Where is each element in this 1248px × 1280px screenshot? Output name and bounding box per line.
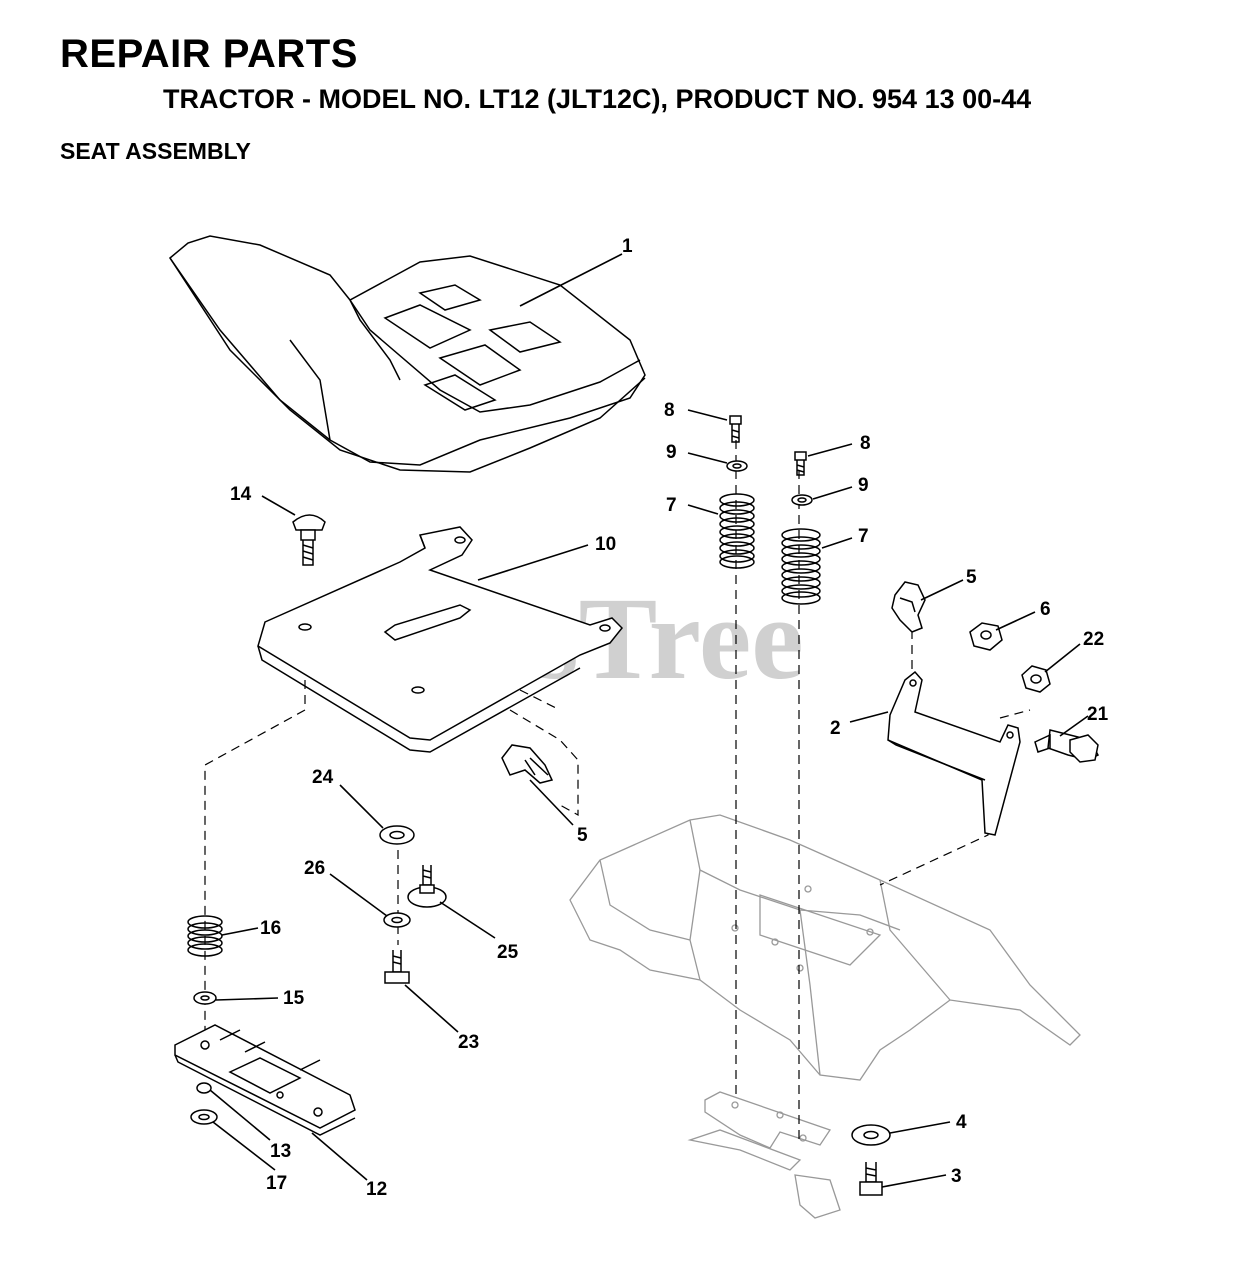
callout-8-left: 8	[664, 400, 675, 421]
callout-17: 17	[266, 1173, 287, 1194]
alignment-lines	[204, 440, 1031, 1140]
adjustment-plate	[174, 1024, 356, 1136]
callout-15: 15	[283, 988, 305, 1009]
seat-pan	[257, 526, 624, 753]
callout-12: 12	[366, 1179, 387, 1200]
seat-clip-lower	[501, 744, 554, 784]
washer-right	[791, 494, 813, 506]
spring-right	[781, 528, 821, 605]
callout-16: 16	[260, 918, 281, 939]
seat-clip-upper	[891, 581, 926, 633]
callout-7-left: 7	[666, 495, 677, 516]
spring-left	[719, 493, 755, 569]
callout-7-right: 7	[858, 526, 869, 547]
callout-2: 2	[830, 718, 841, 739]
bolt-right	[794, 451, 807, 476]
hex-bolt-lower	[384, 950, 410, 984]
callout-21: 21	[1087, 704, 1109, 725]
callout-8-right: 8	[860, 433, 871, 454]
washer-flat	[379, 825, 415, 845]
callout-4: 4	[956, 1112, 967, 1133]
hex-bolt	[859, 1162, 883, 1196]
callout-24: 24	[312, 767, 334, 788]
callout-9-right: 9	[858, 475, 869, 496]
bolt-left	[729, 415, 742, 443]
callout-13: 13	[270, 1141, 291, 1162]
callout-6: 6	[1040, 599, 1051, 620]
seat	[168, 235, 646, 473]
spring-small	[187, 915, 223, 957]
callout-23: 23	[458, 1032, 479, 1053]
callout-22: 22	[1083, 629, 1104, 650]
callout-5-lower: 5	[577, 825, 588, 846]
section-title: SEAT ASSEMBLY	[60, 138, 251, 164]
callout-numbers: 1 8 9 7 8 9 7 14 10 5 6 22 2 21 5 24 26 …	[230, 236, 1109, 1200]
knob-bolt	[407, 865, 447, 908]
model-subtitle: TRACTOR - MODEL NO. LT12 (JLT12C), PRODU…	[163, 84, 1032, 114]
hex-nut	[969, 622, 1003, 651]
leader-lines	[209, 253, 1089, 1188]
shoulder-bolt	[1034, 729, 1100, 763]
callout-9-left: 9	[666, 442, 677, 463]
callout-14: 14	[230, 484, 252, 505]
callout-10: 10	[595, 534, 616, 555]
callout-5-upper: 5	[966, 567, 977, 588]
carriage-bolt	[292, 514, 326, 566]
pivot-bushing	[196, 1082, 212, 1094]
callout-1: 1	[622, 236, 633, 257]
seat-bracket	[887, 670, 1021, 836]
spacer	[193, 991, 217, 1005]
pivot-bracket	[687, 1091, 841, 1219]
callout-3: 3	[951, 1166, 962, 1187]
flange-nut	[190, 1109, 218, 1125]
callout-25: 25	[497, 942, 519, 963]
callout-26: 26	[304, 858, 325, 879]
washer-left	[726, 460, 748, 472]
lock-nut	[1021, 665, 1051, 693]
page-title: REPAIR PARTS	[60, 32, 358, 76]
lock-washer	[383, 912, 411, 928]
tractor-frame	[569, 814, 1081, 1081]
washer-large	[851, 1124, 891, 1146]
